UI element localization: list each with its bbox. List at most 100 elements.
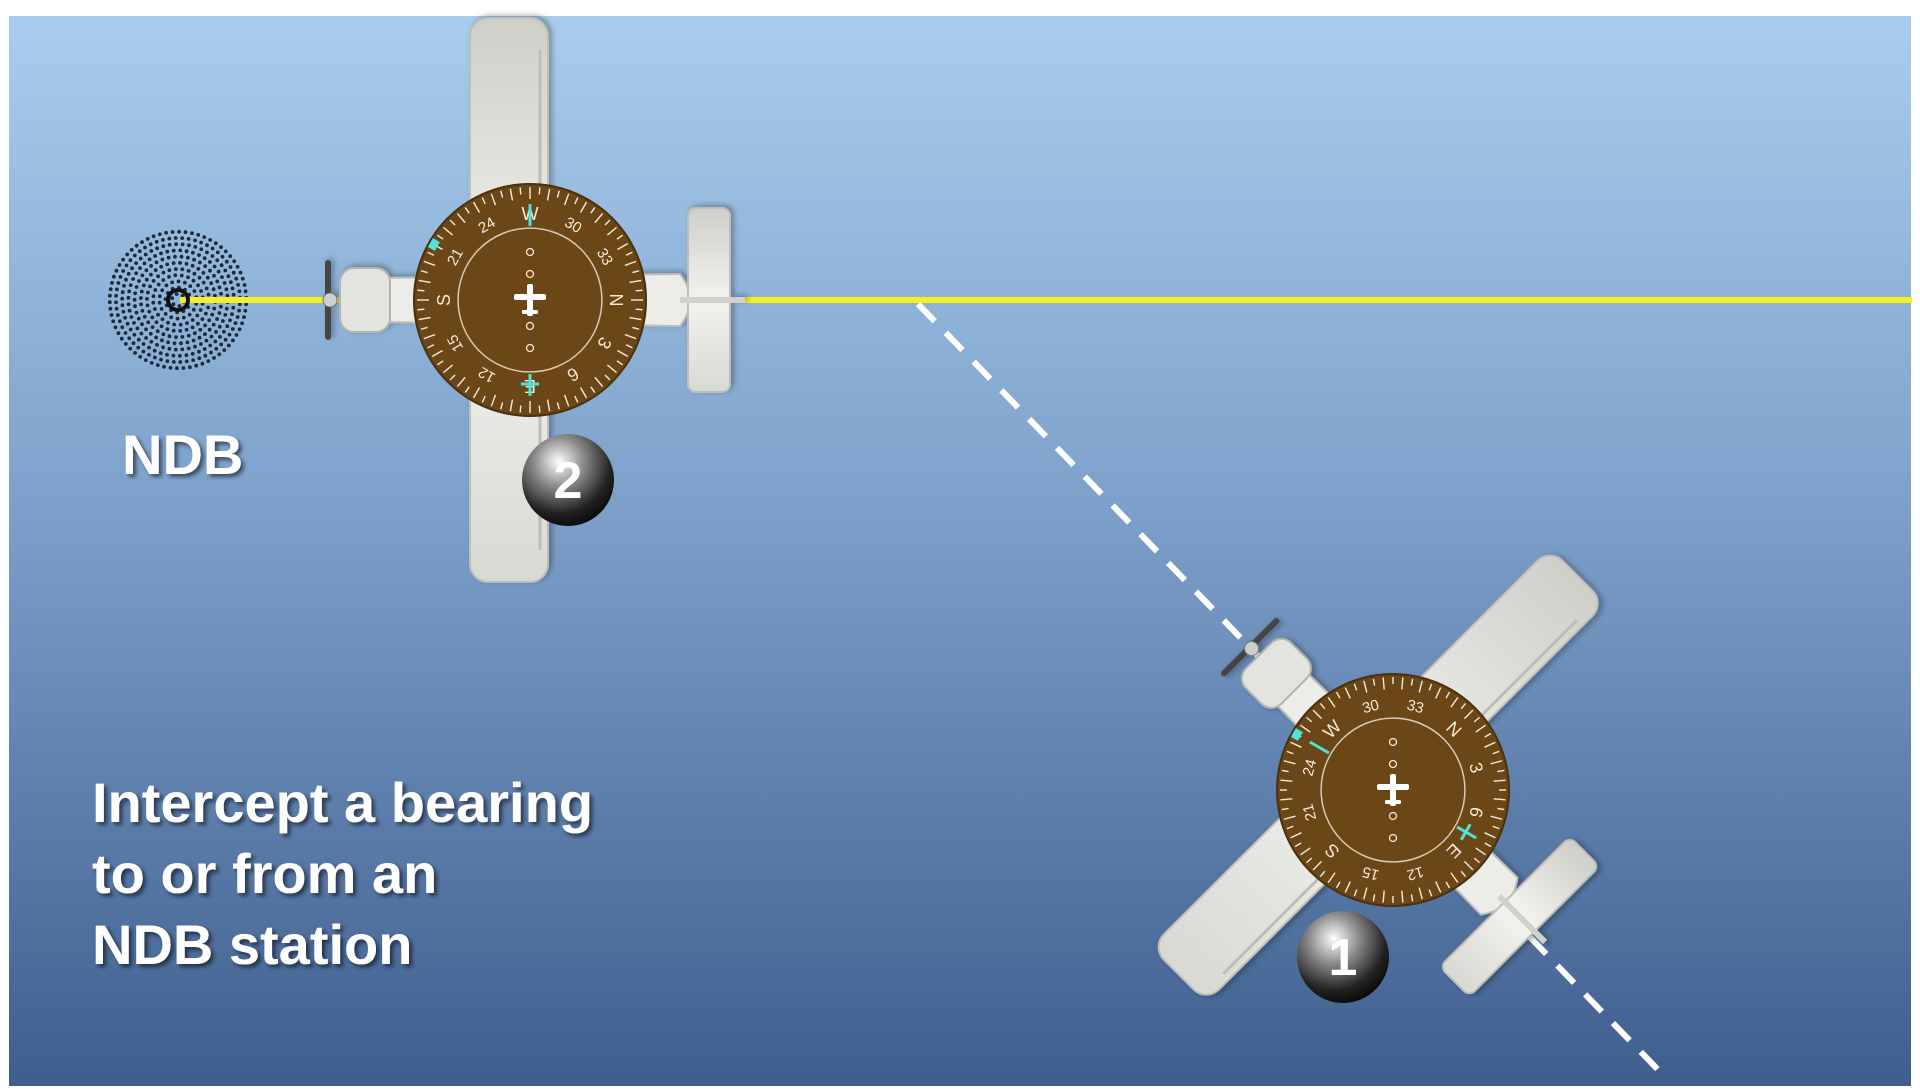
compass-tick — [437, 234, 444, 240]
ndb-dot — [142, 261, 147, 266]
ndb-dot — [218, 335, 222, 339]
ndb-dot — [198, 327, 203, 332]
ndb-dot — [153, 288, 158, 292]
compass-label: 3 — [1465, 760, 1487, 775]
compass-tick — [1335, 881, 1341, 889]
ndb-dot — [215, 317, 219, 321]
compass-tick — [1418, 887, 1423, 900]
ndb-dot — [172, 341, 177, 346]
ndb-dot — [232, 259, 237, 264]
ndb-dot — [114, 306, 119, 311]
ndb-dot — [116, 313, 120, 317]
ndb-dot — [146, 320, 151, 325]
ndb-dot — [159, 264, 164, 269]
compass-tick — [423, 333, 436, 340]
ndb-dot — [122, 283, 126, 288]
ndb-dot — [166, 255, 171, 260]
ndb-dot — [206, 305, 211, 310]
compass-tick — [1460, 870, 1467, 878]
adf-needle-icon — [1309, 740, 1477, 841]
ndb-dot — [134, 310, 139, 315]
ndb-dot — [135, 326, 140, 331]
ndb-dot — [138, 256, 143, 261]
ndb-dot — [114, 268, 119, 273]
compass-label: 30 — [562, 214, 585, 237]
ndb-dot — [157, 232, 162, 237]
ndb-dot — [203, 323, 208, 328]
ndb-dot — [215, 279, 220, 284]
ndb-dot — [179, 254, 184, 259]
compass-tick — [472, 387, 481, 399]
ndb-dot — [132, 297, 137, 302]
ndb-dot — [125, 321, 130, 326]
compass-tick — [1286, 825, 1294, 830]
ndb-dot — [182, 315, 186, 320]
ndb-dot — [197, 349, 201, 354]
ndb-dot — [203, 353, 208, 358]
compass-tick — [417, 308, 425, 311]
ndb-dot — [161, 332, 166, 337]
compass-label: 24 — [1300, 757, 1321, 778]
ndb-dot — [163, 312, 168, 316]
center-dot — [525, 321, 535, 331]
ndb-dot — [170, 280, 175, 285]
ndb-dot — [178, 360, 183, 364]
compass-tick — [616, 234, 623, 240]
ndb-dot — [210, 254, 215, 258]
ndb-dot — [154, 260, 159, 265]
position-marker-1: 1 — [1297, 911, 1389, 1003]
ndb-dot — [126, 271, 131, 276]
compass-tick — [1401, 890, 1404, 903]
ndb-dot — [166, 340, 171, 345]
compass-tick — [1327, 697, 1336, 708]
ndb-dot — [242, 283, 247, 287]
ndb-dot — [134, 243, 139, 248]
ndb-dot — [234, 276, 239, 281]
compass-tick — [617, 242, 629, 251]
ndb-dot — [167, 346, 172, 351]
ndb-dot — [177, 304, 182, 308]
compass-tick — [1363, 680, 1368, 693]
center-dot — [525, 247, 535, 257]
ndb-dot — [157, 294, 162, 299]
ndb-dot — [173, 273, 178, 278]
ndb-dot — [164, 230, 169, 235]
ndb-dot — [231, 292, 236, 297]
ndb-dot — [243, 289, 248, 294]
compass-tick — [1497, 769, 1505, 773]
compass-tick — [1484, 842, 1492, 848]
ndb-dot — [161, 345, 166, 350]
compass-tick — [1353, 889, 1358, 897]
compass-tick — [1335, 691, 1341, 699]
ndb-dot — [153, 254, 158, 258]
ndb-dot — [133, 291, 138, 296]
ndb-dot — [161, 278, 166, 282]
ndb-dot — [155, 329, 160, 334]
ndb-dot — [219, 263, 224, 268]
ndb-dot — [128, 346, 133, 351]
ndb-dot — [201, 271, 206, 275]
compass-tick — [1344, 687, 1351, 699]
ndb-dot — [123, 342, 128, 346]
compass-tick — [1484, 741, 1496, 748]
ndb-dot — [172, 322, 177, 327]
ndb-dot — [170, 296, 175, 301]
compass-tick — [1445, 881, 1451, 889]
ndb-dot — [240, 321, 245, 326]
ndb-dot — [242, 315, 246, 319]
ndb-dot — [198, 260, 202, 265]
ndb-dot — [208, 238, 213, 242]
ndb-dot — [220, 254, 225, 259]
ndb-dot — [197, 275, 202, 280]
ndb-dot — [157, 300, 162, 305]
ndb-label: NDB — [122, 423, 243, 486]
compass-label: 12 — [476, 363, 499, 386]
ndb-dot — [182, 280, 187, 285]
ndb-dot — [133, 351, 137, 355]
ndb-dot — [233, 321, 238, 325]
ndb-dot — [144, 268, 149, 273]
ndb-dot — [123, 331, 128, 335]
compass-tick — [635, 289, 643, 292]
ndb-dot — [128, 258, 133, 263]
sky-background — [9, 16, 1911, 1086]
